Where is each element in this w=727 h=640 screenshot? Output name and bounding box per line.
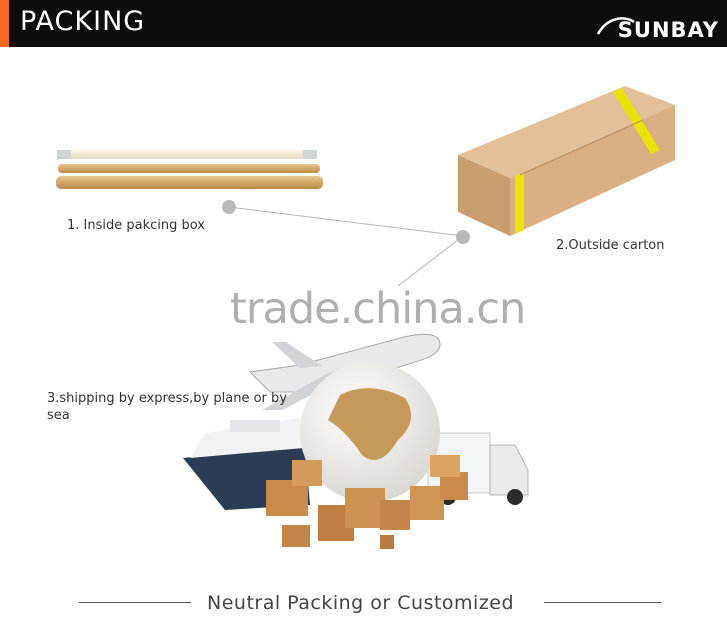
header-bar: PACKING SUNBAY [0,0,727,47]
led-tubes-image [56,150,323,189]
page-title: PACKING [20,6,146,37]
footer-title: Neutral Packing or Customized [207,592,515,614]
step-dot-1 [222,200,236,214]
carton-box-image [458,86,675,236]
header-accent [0,0,9,47]
step-3-label: 3.shipping by express,by plane or by sea [47,391,287,423]
brand-logo-icon [596,17,635,35]
step-1-label: 1. Inside pakcing box [67,218,206,233]
brand-logo-text: SUNBAY [617,18,719,42]
step-dot-2 [456,230,470,244]
footer-divider-right [544,602,661,603]
cardboard-boxes [266,455,468,549]
watermark: trade.china.cn [230,284,526,334]
connector-lines [228,206,464,287]
footer-divider-left [79,602,191,603]
shipping-image [183,333,529,549]
step-2-label: 2.Outside carton [556,238,665,253]
